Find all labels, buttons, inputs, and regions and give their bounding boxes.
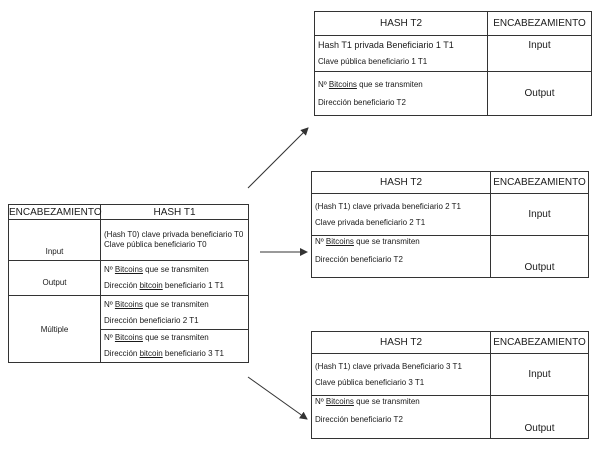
tx2-amount-prefix: Nº <box>315 237 326 246</box>
tx2-output-cell: Nº Bitcoins que se transmiten Dirección … <box>311 235 491 278</box>
main-header-hash: HASH T1 <box>100 204 249 220</box>
main-output-cell-2: Nº Bitcoins que se transmiten Dirección … <box>100 295 249 330</box>
tx2-input-cell: (Hash T1) clave privada beneficiario 2 T… <box>311 193 491 236</box>
tx2-header-hash: HASH T2 <box>311 171 491 194</box>
tx2-output-amount: Nº Bitcoins que se transmiten <box>315 237 487 247</box>
main-output2-amount-underlined: Bitcoins <box>114 299 143 309</box>
main-output-cell-3: Nº Bitcoins que se transmiten Dirección … <box>100 329 249 363</box>
main-transaction-table: ENCABEZAMIENTO HASH T1 Input (Hash T0) c… <box>8 204 249 363</box>
tx1-header-encabezamiento: ENCABEZAMIENTO <box>487 11 592 36</box>
tx1-input-label: Input <box>487 35 592 72</box>
main-output3-address-suffix: beneficiario 3 T1 <box>162 349 224 358</box>
tx3-amount-underlined: Bitcoins <box>325 397 354 406</box>
main-input-label-text: Input <box>45 247 64 256</box>
transaction-1-table: HASH T2 ENCABEZAMIENTO Hash T1 privada B… <box>314 11 592 116</box>
main-output-label-text: Output <box>42 277 67 287</box>
main-output-label: Output <box>8 260 101 296</box>
tx3-input-line1: (Hash T1) clave privada Beneficiario 3 T… <box>315 361 462 371</box>
main-input-label: Input <box>8 219 101 261</box>
tx1-input-label-text: Input <box>528 40 551 51</box>
tx1-amount-underlined: Bitcoins <box>328 79 357 89</box>
main-output1-address-suffix: beneficiario 1 T1 <box>162 281 224 290</box>
main-output1-address-prefix: Dirección <box>104 281 140 290</box>
main-multiple-label-text: Múltiple <box>40 324 69 334</box>
main-output3-address-prefix: Dirección <box>104 349 140 358</box>
tx1-output-label-text: Output <box>524 88 555 99</box>
tx3-output-cell: Nº Bitcoins que se transmiten Dirección … <box>311 395 491 439</box>
main-output2-address: Dirección beneficiario 2 T1 <box>104 315 199 325</box>
tx1-output-cell: Nº Bitcoins que se transmiten Dirección … <box>314 71 488 116</box>
tx2-input-label-text: Input <box>528 209 551 220</box>
tx2-header-encabezamiento: ENCABEZAMIENTO <box>490 171 589 194</box>
main-output1-amount-prefix: Nº <box>104 265 115 274</box>
tx3-input-label-text: Input <box>528 369 551 380</box>
tx2-input-line1: (Hash T1) clave privada beneficiario 2 T… <box>315 201 461 211</box>
tx3-amount-prefix: Nº <box>315 397 326 406</box>
tx1-input-line2: Clave pública beneficiario 1 T1 <box>318 57 428 66</box>
main-header-encabezamiento: ENCABEZAMIENTO <box>8 204 102 220</box>
tx1-amount-suffix: que se transmiten <box>356 79 423 89</box>
tx1-output-amount: Nº Bitcoins que se transmiten <box>318 80 484 90</box>
main-output3-amount-underlined: Bitcoins <box>114 333 143 342</box>
main-output2-amount-suffix: que se transmiten <box>142 299 209 309</box>
tx2-input-line2: Clave privada beneficiario 2 T1 <box>315 217 426 227</box>
tx3-header-encabezamiento: ENCABEZAMIENTO <box>490 331 589 354</box>
tx1-input-cell: Hash T1 privada Beneficiario 1 T1 Clave … <box>314 35 488 72</box>
main-input-cell: (Hash T0) clave privada beneficiario T0 … <box>100 219 249 261</box>
tx2-output-address: Dirección beneficiario T2 <box>315 255 403 264</box>
tx2-output-label-text: Output <box>524 262 555 273</box>
tx3-output-label-text: Output <box>524 423 555 434</box>
tx2-amount-underlined: Bitcoins <box>325 237 354 246</box>
main-input-line2: Clave pública beneficiario T0 <box>104 240 207 249</box>
tx1-output-label: Output <box>487 71 592 116</box>
tx3-amount-suffix: que se transmiten <box>353 397 420 406</box>
main-output2-amount-prefix: Nº <box>104 299 115 309</box>
transaction-2-table: HASH T2 ENCABEZAMIENTO (Hash T1) clave p… <box>311 171 589 278</box>
main-output3-address-underlined: bitcoin <box>139 349 163 358</box>
tx2-input-label: Input <box>490 193 589 236</box>
main-output1-amount-underlined: Bitcoins <box>114 265 143 274</box>
tx2-output-label: Output <box>490 235 589 278</box>
transaction-3-table: HASH T2 ENCABEZAMIENTO (Hash T1) clave p… <box>311 331 589 439</box>
tx2-amount-suffix: que se transmiten <box>353 237 420 246</box>
main-output1-amount: Nº Bitcoins que se transmiten <box>104 265 245 275</box>
tx3-output-address: Dirección beneficiario T2 <box>315 415 403 424</box>
tx1-input-line1: Hash T1 privada Beneficiario 1 T1 <box>318 40 454 50</box>
tx3-input-cell: (Hash T1) clave privada Beneficiario 3 T… <box>311 353 491 396</box>
main-output2-amount: Nº Bitcoins que se transmiten <box>104 300 245 310</box>
main-output1-address: Dirección bitcoin beneficiario 1 T1 <box>104 281 245 291</box>
arrow-to-transaction-1 <box>247 127 309 189</box>
main-multiple-label: Múltiple <box>8 295 101 363</box>
tx3-header-hash: HASH T2 <box>311 331 491 354</box>
main-output1-amount-suffix: que se transmiten <box>142 265 209 274</box>
tx3-output-label: Output <box>490 395 589 439</box>
main-output3-address: Dirección bitcoin beneficiario 3 T1 <box>104 349 245 359</box>
main-input-line1: (Hash T0) clave privada beneficiario T0 <box>104 230 244 239</box>
main-output3-amount: Nº Bitcoins que se transmiten <box>104 333 245 343</box>
arrow-to-transaction-3 <box>247 376 308 420</box>
main-output-cell-1: Nº Bitcoins que se transmiten Dirección … <box>100 260 249 296</box>
tx1-header-hash: HASH T2 <box>314 11 488 36</box>
main-output1-address-underlined: bitcoin <box>139 281 163 290</box>
tx3-input-label: Input <box>490 353 589 396</box>
main-output3-amount-suffix: que se transmiten <box>142 333 209 342</box>
main-output3-amount-prefix: Nº <box>104 333 115 342</box>
tx1-amount-prefix: Nº <box>318 79 329 89</box>
tx3-output-amount: Nº Bitcoins que se transmiten <box>315 397 487 407</box>
tx1-output-address: Dirección beneficiario T2 <box>318 97 406 107</box>
tx3-input-line2: Clave pública beneficiario 3 T1 <box>315 377 425 387</box>
